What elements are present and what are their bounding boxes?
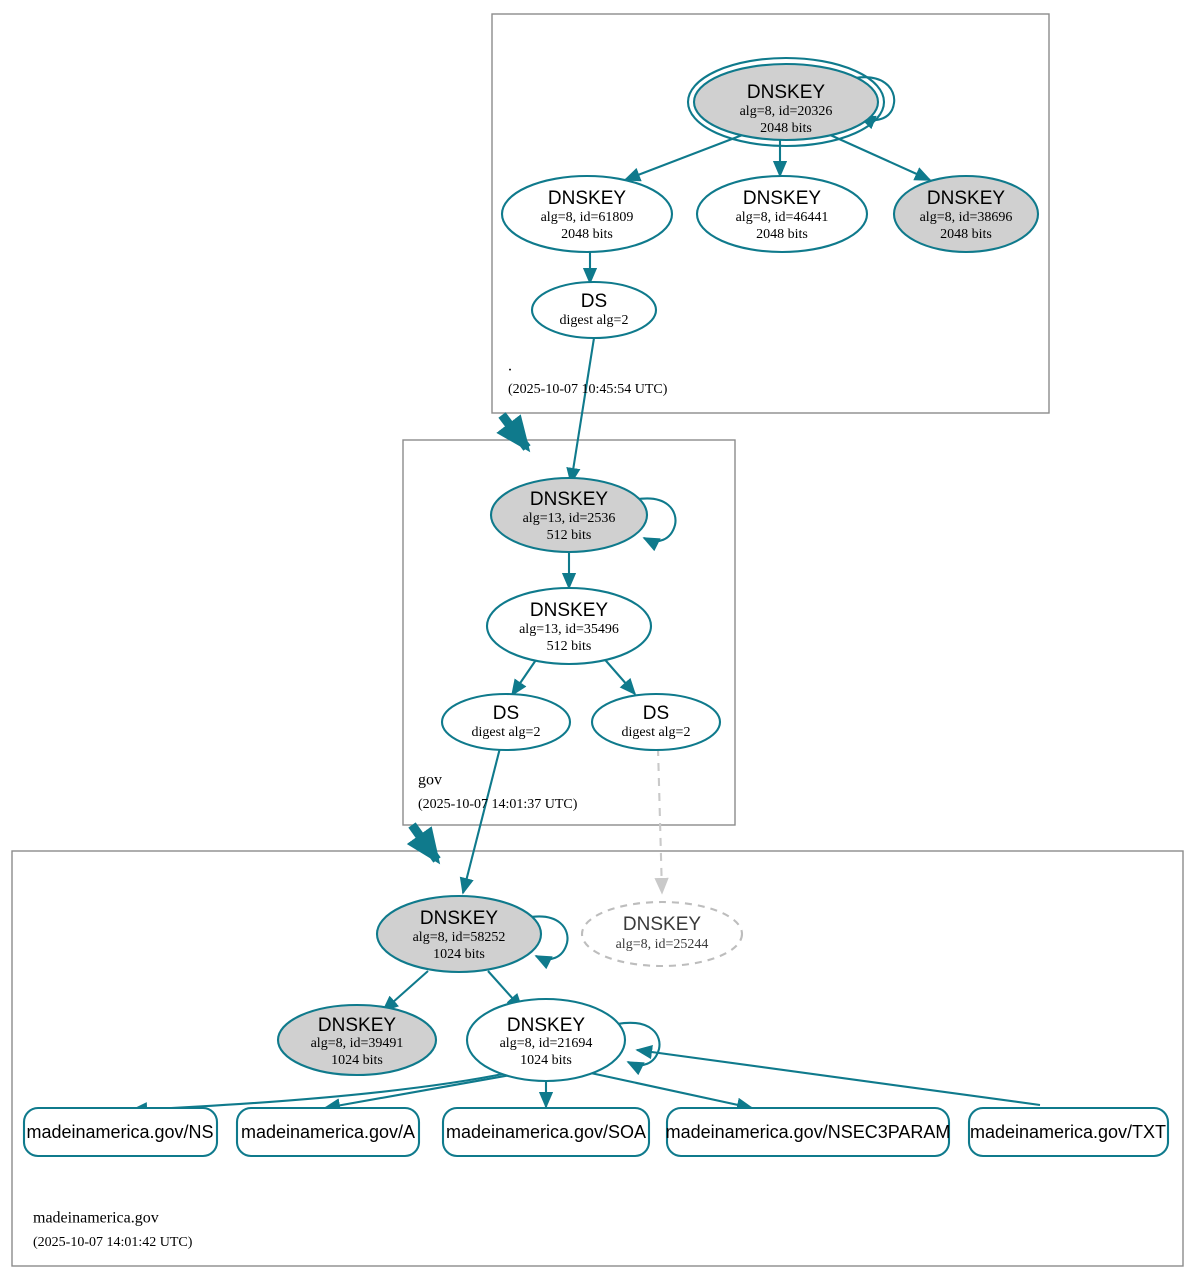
node-gov-dnskey-35496[interactable]: DNSKEY alg=13, id=35496 512 bits (485, 586, 653, 666)
node-title: DNSKEY (530, 489, 608, 510)
edge-txt-to-21694 (635, 1044, 1041, 1107)
edge-root-ksk-to-61809 (623, 133, 746, 182)
record-label: madeinamerica.gov/NS (26, 1122, 213, 1142)
node-alg-id: alg=8, id=25244 (616, 937, 709, 952)
edge-delegation-gov-to-madeinamerica (406, 822, 441, 865)
node-root-ksk-20326[interactable]: DNSKEY alg=8, id=20326 2048 bits (686, 56, 886, 148)
record-box-ns[interactable]: madeinamerica.gov/NS (22, 1106, 219, 1158)
node-alg-id: alg=13, id=2536 (523, 511, 616, 526)
node-alg-id: alg=8, id=20326 (740, 104, 833, 119)
node-alg-id: alg=8, id=58252 (413, 930, 506, 945)
node-title: DNSKEY (318, 1015, 396, 1036)
edge-self-loop-mia-21694 (616, 1021, 661, 1076)
node-mia-dnskey-21694[interactable]: DNSKEY alg=8, id=21694 1024 bits (465, 997, 627, 1083)
edge-21694-to-a (323, 1072, 517, 1113)
node-title: DNSKEY (747, 82, 825, 103)
node-root-dnskey-38696[interactable]: DNSKEY alg=8, id=38696 2048 bits (892, 174, 1040, 254)
node-alg-id: alg=8, id=38696 (920, 210, 1013, 225)
record-box-a[interactable]: madeinamerica.gov/A (235, 1106, 421, 1158)
node-gov-ds-left[interactable]: DS digest alg=2 (440, 692, 572, 752)
node-root-dnskey-61809[interactable]: DNSKEY alg=8, id=61809 2048 bits (500, 174, 674, 254)
node-bits: 512 bits (547, 528, 592, 543)
zone-label-madeinamerica: madeinamerica.gov (33, 1210, 159, 1227)
edge-self-loop-gov-ksk (632, 497, 677, 552)
node-title: DNSKEY (548, 188, 626, 209)
node-bits: 512 bits (547, 639, 592, 654)
edge-root-ds-to-gov-ksk (566, 337, 596, 485)
record-label: madeinamerica.gov/A (241, 1122, 415, 1142)
zone-timestamp-gov: (2025-10-07 14:01:37 UTC) (418, 797, 578, 812)
record-box-txt[interactable]: madeinamerica.gov/TXT (967, 1106, 1170, 1158)
node-title: DS (581, 291, 607, 312)
node-digest: digest alg=2 (560, 313, 629, 328)
record-label: madeinamerica.gov/TXT (970, 1122, 1166, 1142)
node-mia-ksk-58252[interactable]: DNSKEY alg=8, id=58252 1024 bits (375, 894, 543, 974)
edge-self-loop-mia-ksk (524, 915, 569, 970)
node-bits: 2048 bits (561, 227, 613, 242)
edge-21694-to-nsec3param (585, 1070, 754, 1112)
record-label: madeinamerica.gov/SOA (446, 1122, 646, 1142)
zone-label-gov: gov (418, 772, 442, 789)
node-title: DNSKEY (743, 188, 821, 209)
node-root-ds[interactable]: DS digest alg=2 (530, 280, 658, 340)
node-alg-id: alg=13, id=35496 (519, 622, 619, 637)
node-alg-id: alg=8, id=21694 (500, 1036, 593, 1051)
node-title: DS (643, 703, 669, 724)
node-title: DNSKEY (623, 914, 701, 935)
edge-gov-ds-to-ghost-dnskey (654, 747, 669, 895)
node-title: DNSKEY (927, 188, 1005, 209)
edge-root-ksk-to-38696 (827, 133, 932, 181)
record-label: madeinamerica.gov/NSEC3PARAM (666, 1122, 951, 1142)
node-gov-ksk-2536[interactable]: DNSKEY alg=13, id=2536 512 bits (489, 476, 649, 554)
edge-gov-ds-to-mia-ksk (459, 747, 502, 895)
zone-timestamp-root: (2025-10-07 10:45:54 UTC) (508, 382, 668, 397)
zone-timestamp-madeinamerica: (2025-10-07 14:01:42 UTC) (33, 1235, 193, 1250)
node-mia-dnskey-39491[interactable]: DNSKEY alg=8, id=39491 1024 bits (276, 1003, 438, 1077)
node-bits: 2048 bits (760, 121, 812, 136)
node-mia-ghost-dnskey-25244[interactable]: DNSKEY alg=8, id=25244 (580, 900, 744, 968)
node-title: DS (493, 703, 519, 724)
edge-delegation-root-to-gov (496, 412, 531, 453)
node-gov-ds-right[interactable]: DS digest alg=2 (590, 692, 722, 752)
record-box-nsec3param[interactable]: madeinamerica.gov/NSEC3PARAM (666, 1106, 951, 1158)
node-alg-id: alg=8, id=61809 (541, 210, 634, 225)
node-bits: 1024 bits (433, 947, 485, 962)
node-bits: 2048 bits (756, 227, 808, 242)
node-title: DNSKEY (420, 908, 498, 929)
node-alg-id: alg=8, id=39491 (311, 1036, 404, 1051)
node-title: DNSKEY (530, 600, 608, 621)
node-root-dnskey-46441[interactable]: DNSKEY alg=8, id=46441 2048 bits (695, 174, 869, 254)
record-box-soa[interactable]: madeinamerica.gov/SOA (441, 1106, 651, 1158)
node-bits: 2048 bits (940, 227, 992, 242)
edge-mia-ksk-to-39491 (381, 970, 429, 1013)
node-alg-id: alg=8, id=46441 (736, 210, 829, 225)
node-bits: 1024 bits (331, 1053, 383, 1068)
zone-label-root: . (508, 358, 512, 375)
node-title: DNSKEY (507, 1015, 585, 1036)
node-digest: digest alg=2 (622, 725, 691, 740)
node-digest: digest alg=2 (472, 725, 541, 740)
node-bits: 1024 bits (520, 1053, 572, 1068)
